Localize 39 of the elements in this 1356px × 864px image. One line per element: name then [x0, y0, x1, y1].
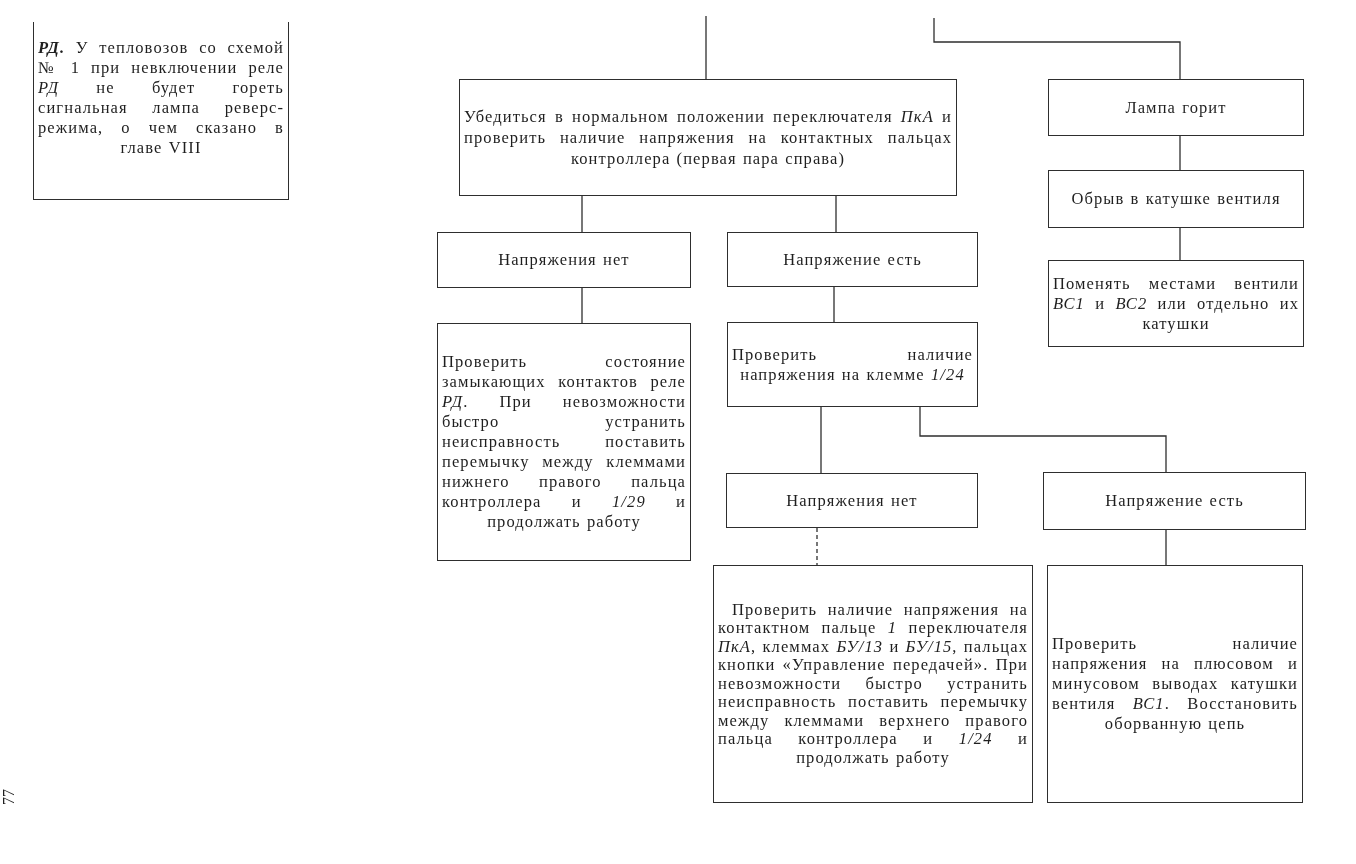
action-text: Проверить наличие напряжения на контактном пальце 1 переключателя ПкА, клеммах БУ/13 и БУ/15, пальцах кнопки «Управление передачей». При невозможности быстро устранить неисправность поставить перемычку между клеммами верхнего правого пальца контроллера и 1/24 и продолжать работу [718, 600, 1028, 768]
outcome-box [727, 232, 978, 287]
connector-line [1165, 529, 1167, 566]
action-box [1047, 565, 1303, 803]
connector-line [820, 406, 822, 474]
outcome-box [1043, 472, 1306, 530]
outcome-text: Напряжения нет [785, 490, 919, 511]
action-box [437, 323, 691, 561]
note-box [33, 22, 289, 200]
action-text: Проверить наличие напряжения на плюсовом и минусовом выводах катушки вентиля ВС1. Восстановить оборванную цепь [1052, 634, 1298, 734]
connector-line [581, 195, 583, 233]
action-box [713, 565, 1033, 803]
connector-line [816, 527, 818, 566]
outcome-text: Лампа горит [1124, 97, 1228, 118]
connector-line [581, 287, 583, 324]
outcome-box [726, 473, 978, 528]
page-number: 77 [1, 789, 17, 805]
diagnosis-box [1048, 170, 1304, 228]
action-box [1048, 260, 1304, 347]
action-box [727, 322, 978, 407]
action-text: Проверить состояние замыкающих контактов реле РД. При невозможности быстро устранить неисправность поставить перемычку между клеммами нижнего правого пальца контроллера и 1/29 и продолжать работу [442, 352, 686, 532]
outcome-box [437, 232, 691, 288]
connector-line [1179, 227, 1181, 261]
connector-line [833, 286, 835, 323]
action-box [459, 79, 957, 196]
diagnosis-text: Обрыв в катушке вентиля [1070, 189, 1282, 209]
action-text: Поменять местами вентили ВС1 и ВС2 или отдельно их катушки [1053, 273, 1299, 334]
connector-line [835, 195, 837, 233]
outcome-text: Напряжение есть [1104, 491, 1245, 511]
action-text: Убедиться в нормальном положении переключателя ПкА и проверить наличие напряжения на контактных пальцах контроллера (первая пара справа) [464, 106, 952, 169]
note-text: РД. У тепловозов со схемой № 1 при невключении реле РД не будет гореть сигнальная лампа реверс-режима, о чем сказано в главе VIII [38, 38, 284, 158]
outcome-text: Напряжение есть [782, 249, 923, 270]
connector-line [919, 406, 1167, 473]
connector-line [1179, 135, 1181, 171]
connector-line [933, 17, 1181, 80]
outcome-text: Напряжения нет [497, 250, 631, 270]
connector-line [705, 15, 707, 80]
outcome-box [1048, 79, 1304, 136]
action-text: Проверить наличие напряжения на клемме 1/24 [732, 344, 973, 385]
